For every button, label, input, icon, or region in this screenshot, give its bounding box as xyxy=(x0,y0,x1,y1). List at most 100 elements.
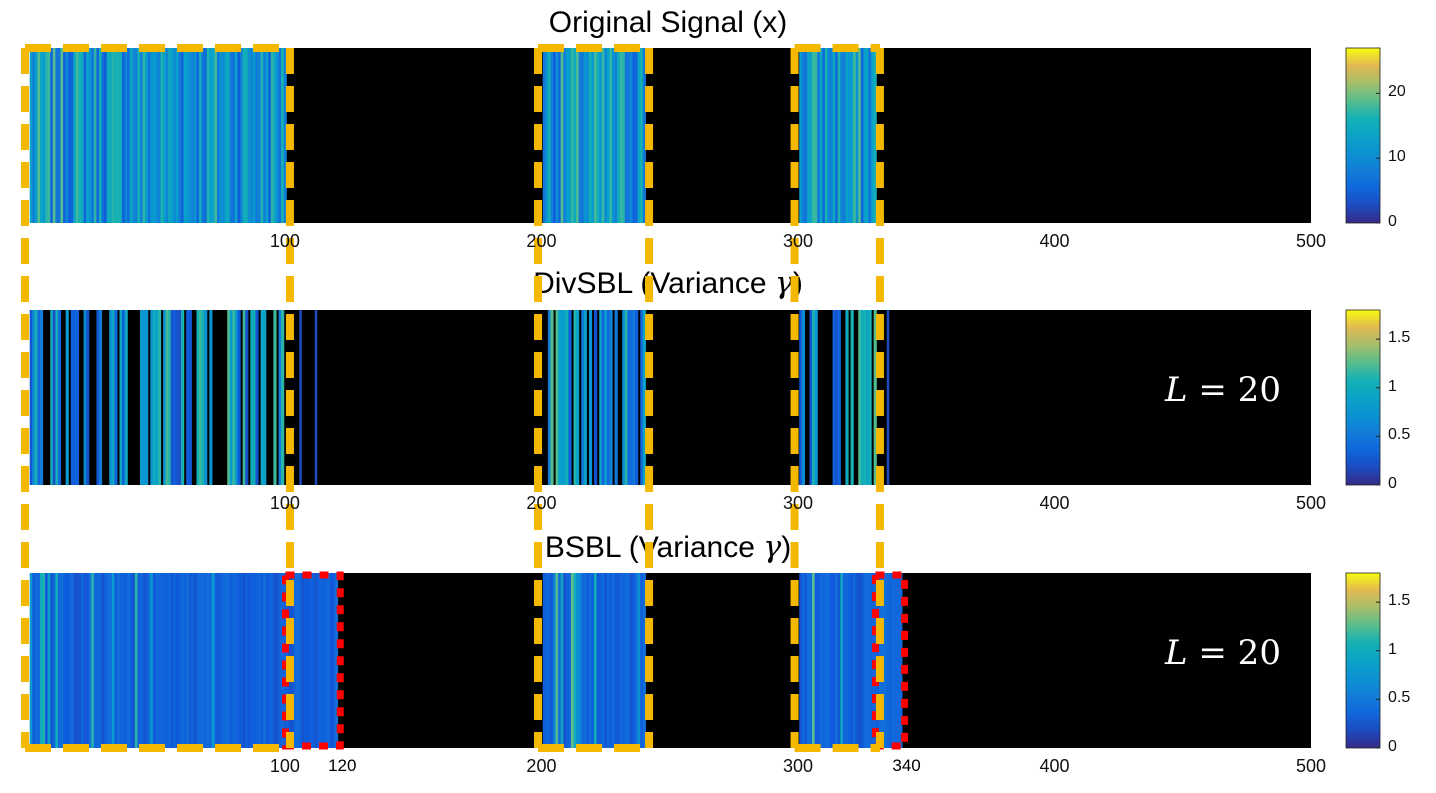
heatmap-cell xyxy=(293,573,298,748)
x-tick-label: 300 xyxy=(782,231,813,251)
heatmap-cell xyxy=(612,573,616,748)
heatmap-cell xyxy=(78,48,82,223)
heatmap-cell xyxy=(75,48,80,223)
heatmap-cell xyxy=(216,573,221,748)
heatmap-cell xyxy=(609,310,613,485)
heatmap-cell xyxy=(229,48,233,223)
heatmap-cell xyxy=(219,573,223,748)
heatmap-cell xyxy=(83,310,87,485)
label-rest: = 20 xyxy=(1187,632,1281,673)
heatmap-cell xyxy=(576,573,580,748)
heatmap-cell xyxy=(201,48,205,223)
heatmap-cell xyxy=(240,573,244,748)
heatmap-cell xyxy=(604,573,608,748)
heatmap-cell xyxy=(642,310,646,485)
heatmap-cell xyxy=(565,573,569,748)
title-end: ) xyxy=(781,531,792,564)
label-rest: = 20 xyxy=(1187,369,1281,410)
heatmap-cell xyxy=(822,573,826,748)
heatmap-cell xyxy=(199,310,203,485)
heatmap-cell xyxy=(45,48,49,223)
x-tick-label: 500 xyxy=(1295,231,1327,251)
heatmap-cell xyxy=(594,573,598,748)
heatmap-cell xyxy=(237,48,241,223)
heatmap-cell xyxy=(863,573,867,748)
heatmap-cell xyxy=(96,573,100,748)
heatmap-cell xyxy=(109,573,113,748)
heatmap-cell xyxy=(255,310,259,485)
heatmap-cell xyxy=(134,573,139,748)
heatmap-cell xyxy=(32,573,36,748)
heatmap-cell xyxy=(547,573,552,748)
heatmap-cell xyxy=(91,573,95,748)
heatmap-cell xyxy=(550,48,554,223)
heatmap-cell xyxy=(127,48,131,223)
heatmap-cell xyxy=(894,573,898,748)
heatmap-cell xyxy=(88,573,92,748)
heatmap-cell xyxy=(632,573,636,748)
heatmap-cell xyxy=(175,310,180,485)
heatmap-cell xyxy=(57,310,62,485)
heatmap-cell xyxy=(550,310,554,485)
heatmap-cell xyxy=(55,310,59,485)
heatmap-cell xyxy=(814,573,818,748)
heatmap-cell xyxy=(317,573,321,748)
heatmap-cell xyxy=(296,573,300,748)
heatmap-cell xyxy=(60,48,64,223)
heatmap-cell xyxy=(104,48,108,223)
heatmap-cell xyxy=(868,310,872,485)
heatmap-cell xyxy=(109,310,113,485)
heatmap-cell xyxy=(160,573,164,748)
heatmap-cell xyxy=(178,310,182,485)
heatmap-cell xyxy=(211,573,216,748)
x-tick-label: 200 xyxy=(526,231,557,251)
heatmap-cell xyxy=(622,573,626,748)
heatmap-cell xyxy=(868,48,872,223)
heatmap-cell xyxy=(127,573,131,748)
heatmap-cell xyxy=(165,573,169,748)
heatmap-cell xyxy=(642,48,646,223)
heatmap-cell xyxy=(211,48,216,223)
heatmap-cell xyxy=(583,48,587,223)
x-tick-label: 500 xyxy=(1295,493,1327,513)
heatmap-cell xyxy=(588,48,593,223)
heatmap-cell xyxy=(563,573,567,748)
heatmap-cell xyxy=(170,310,174,485)
heatmap-cell xyxy=(812,310,816,485)
heatmap-cell xyxy=(227,573,231,748)
heatmap-cell xyxy=(122,48,126,223)
block-length-label: L = 20 xyxy=(1165,633,1281,673)
heatmap-cell xyxy=(817,48,821,223)
heatmap-cell xyxy=(191,48,195,223)
heatmap-cell xyxy=(837,48,841,223)
heatmap-cell xyxy=(814,48,818,223)
heatmap-cell xyxy=(32,48,36,223)
heatmap-cell xyxy=(186,310,190,485)
heatmap-cell xyxy=(173,48,177,223)
false-block-outline xyxy=(282,571,344,750)
heatmap-cell xyxy=(42,573,46,748)
heatmap-cell xyxy=(617,48,621,223)
heatmap-cell xyxy=(865,48,870,223)
heatmap-cell xyxy=(173,573,177,748)
heatmap-cell xyxy=(86,573,90,748)
heatmap-cell xyxy=(824,573,829,748)
colorbar-tick-label: 0 xyxy=(1388,475,1397,492)
heatmap-cell xyxy=(52,48,56,223)
heatmap-cell xyxy=(242,310,246,485)
chart-title: Original Signal (x) xyxy=(548,6,788,39)
heatmap-cell xyxy=(281,48,285,223)
heatmap-cell xyxy=(214,573,218,748)
heatmap-cell xyxy=(263,573,267,748)
heatmap-cell xyxy=(57,48,62,223)
heatmap-cell xyxy=(847,48,852,223)
heatmap-cell xyxy=(629,48,634,223)
heatmap-cell xyxy=(42,48,46,223)
heatmap-cell xyxy=(140,310,144,485)
heatmap-cell xyxy=(614,310,618,485)
heatmap-cell xyxy=(111,573,115,748)
highlight-tick-label: 340 xyxy=(892,756,921,775)
heatmap-cell xyxy=(250,310,254,485)
heatmap-cell xyxy=(804,573,808,748)
heatmap-cell xyxy=(591,573,595,748)
